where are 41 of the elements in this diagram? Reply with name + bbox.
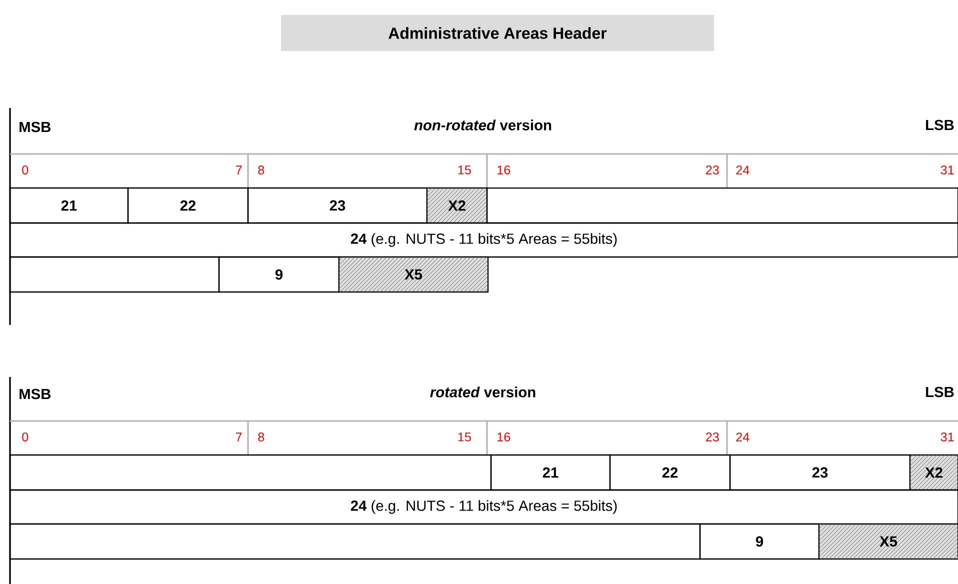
field-cell: X2 bbox=[448, 200, 466, 211]
field-cell: 9 bbox=[699, 523, 820, 560]
field-cell: X5 bbox=[404, 269, 422, 280]
field-cell: 24 (e.g. NUTS - 11 bits*5 Areas = 55bits) bbox=[9, 222, 958, 258]
bit-number: 23 bbox=[706, 166, 719, 174]
bit-number: 15 bbox=[458, 432, 471, 442]
bit-number: 24 bbox=[736, 166, 750, 174]
field-cell: X5 bbox=[880, 536, 898, 547]
bit-number: 31 bbox=[940, 166, 954, 174]
field-cell: 22 bbox=[127, 187, 249, 224]
bit-number: 24 bbox=[736, 432, 750, 442]
bit-number: 0 bbox=[22, 432, 28, 442]
bit-number: 8 bbox=[258, 166, 264, 174]
field-cell: X2 bbox=[925, 467, 942, 478]
bit-order-label: MSB bbox=[20, 122, 51, 132]
field-cell: 23 bbox=[729, 454, 911, 491]
bit-number: 16 bbox=[498, 166, 510, 174]
bit-number: 16 bbox=[498, 432, 510, 442]
field-cell: 9 bbox=[218, 256, 340, 293]
bit-number: 15 bbox=[458, 166, 471, 174]
field-cell: 21 bbox=[9, 187, 129, 224]
bit-order-label: LSB bbox=[926, 386, 954, 398]
bit-number: 0 bbox=[22, 166, 28, 174]
bit-order-label: LSB bbox=[926, 120, 954, 130]
field-cell: 21 bbox=[490, 454, 611, 491]
bit-number: 8 bbox=[258, 432, 264, 442]
field-cell: 23 bbox=[247, 187, 428, 224]
field-cell: 24 (e.g. NUTS - 11 bits*5 Areas = 55bits) bbox=[9, 489, 958, 525]
bit-number: 7 bbox=[236, 432, 242, 442]
bit-order-label: MSB bbox=[20, 388, 51, 400]
version-heading: rotated version bbox=[430, 386, 536, 398]
empty-field bbox=[9, 523, 701, 560]
bit-number: 7 bbox=[236, 166, 242, 174]
bit-number: 31 bbox=[940, 432, 954, 442]
field-cell: 22 bbox=[609, 454, 731, 491]
empty-field bbox=[9, 454, 492, 491]
field-cell bbox=[909, 454, 958, 491]
title-band: Administrative Areas Header bbox=[281, 15, 714, 51]
version-heading: non-rotated version bbox=[414, 120, 552, 130]
empty-field bbox=[9, 256, 220, 293]
bit-number: 23 bbox=[706, 432, 719, 442]
